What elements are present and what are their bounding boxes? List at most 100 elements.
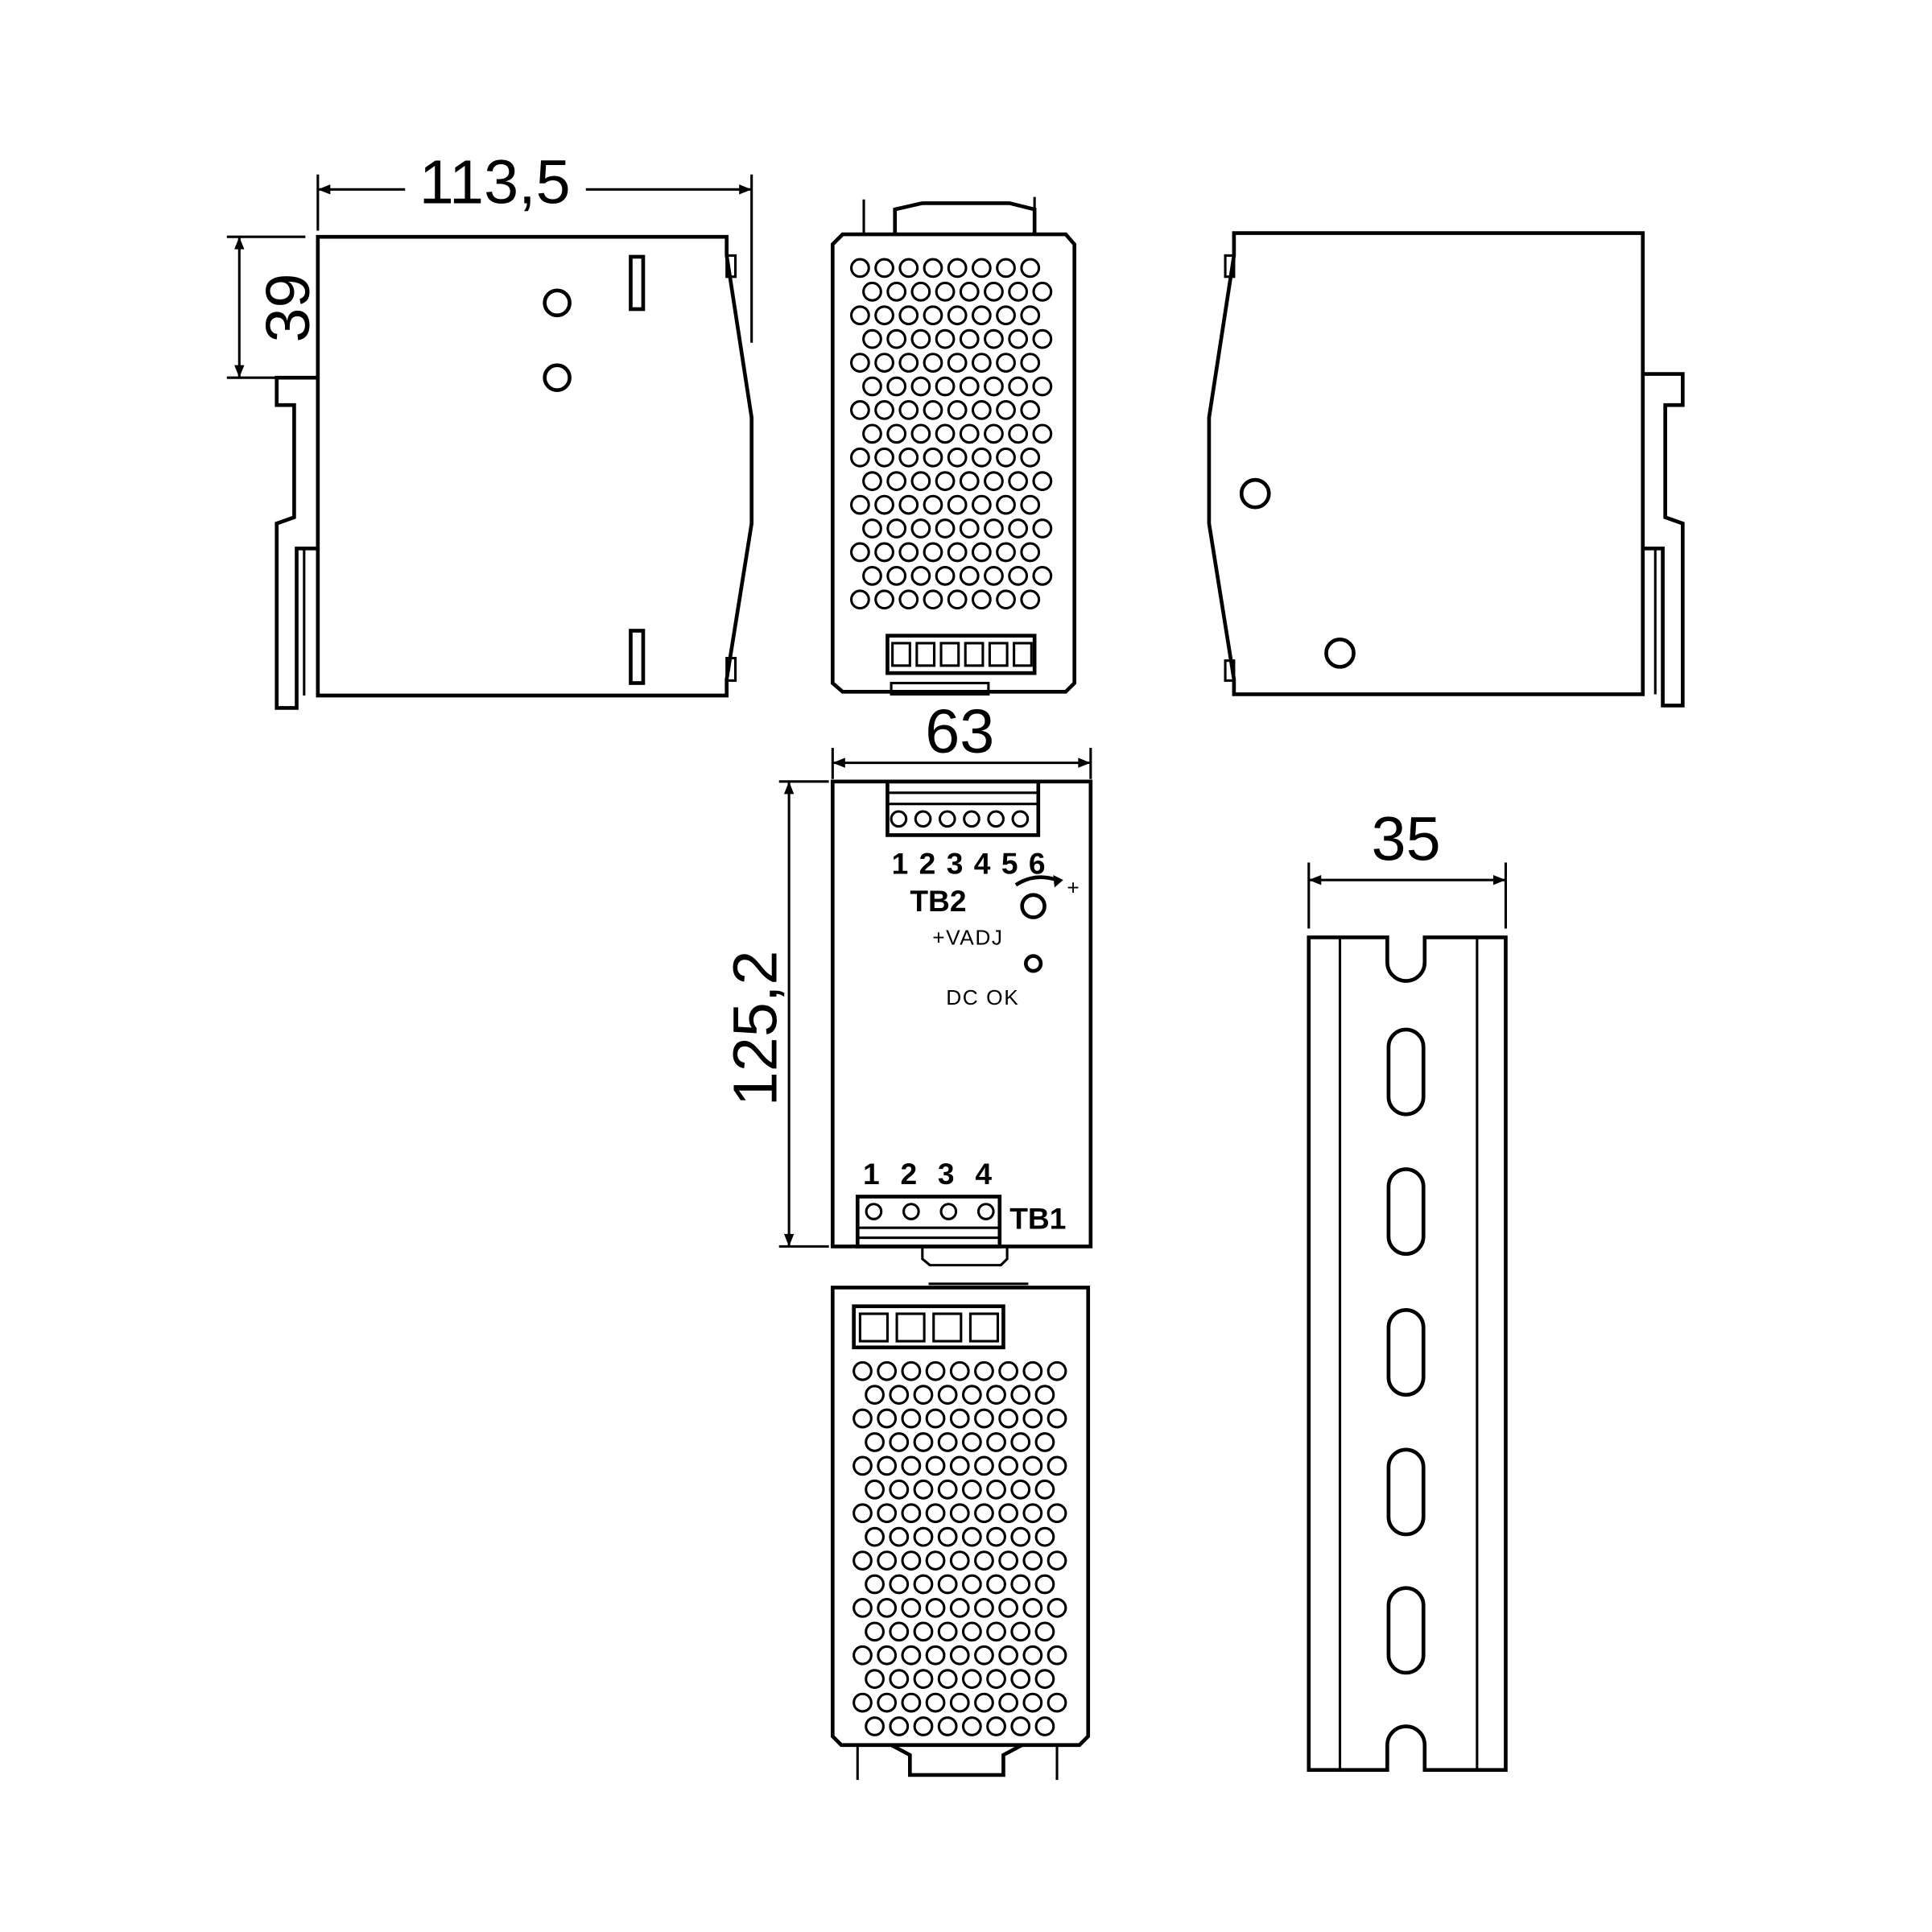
vent-hole [910,423,931,444]
mounting-hole [543,288,572,318]
vent-hole [959,328,980,349]
vent-hole [1046,1360,1067,1381]
clip-offset-dimension-label: 39 [254,273,323,342]
vent-hole [998,1598,1019,1618]
vent-hole [986,1716,1006,1736]
vent-hole [862,376,882,397]
vent-hole [898,353,919,373]
din-rail [1307,935,1508,1773]
vent-hole [996,305,1016,326]
vent-hole [898,447,919,468]
top-view [831,196,1077,696]
vent-hole [974,1503,994,1524]
vent-hole [1020,258,1041,279]
terminal-number: 2 [919,846,936,880]
vent-hole [852,1645,873,1666]
vent-hole [923,400,943,420]
vent-hole [961,1621,982,1642]
vent-hole [889,1432,910,1452]
vent-hole [984,281,1004,302]
vent-hole [910,281,931,302]
vent-hole [874,494,894,515]
terminal-screw [939,1203,958,1220]
terminal-number: 1 [863,1157,880,1191]
vent-hole [923,353,943,373]
vent-hole [1032,565,1053,586]
terminal-slot [968,1312,1000,1343]
vent-hole [949,1598,970,1618]
vent-hole [961,1385,982,1406]
vent-hole [947,400,968,420]
terminal-number: 3 [947,846,964,880]
vent-hole [961,1479,982,1500]
terminal-slot [858,1312,889,1343]
terminal-number: 1 [892,846,909,880]
vent-hole [898,258,919,279]
terminal-number: 4 [974,846,991,880]
vent-hole [862,423,882,444]
vent-hole [1020,447,1041,468]
mounting-hole [1239,477,1271,510]
vent-hole [910,471,931,492]
vent-hole [1046,1550,1067,1571]
vent-hole [862,328,882,349]
vent-hole [1010,1716,1031,1736]
vent-hole [865,1621,885,1642]
vent-hole [901,1645,922,1666]
vent-hole [986,1621,1006,1642]
terminal-screw [963,810,980,828]
vent-hole [913,1432,934,1452]
vent-hole [849,542,870,563]
left-side-view [275,234,753,710]
vent-hole [986,1432,1006,1452]
vent-hole [1046,1408,1067,1429]
vent-hole [852,1692,873,1713]
din-clip [275,375,318,710]
vent-hole [889,1716,910,1736]
vent-hole [874,353,894,373]
vent-hole [849,353,870,373]
vent-hole [996,353,1016,373]
vent-hole [901,1692,922,1713]
vent-hole [901,1408,922,1429]
vent-hole [877,1550,898,1571]
vent-hole [971,589,992,610]
vent-hole [935,281,956,302]
vent-hole [1022,1598,1043,1618]
vent-hole [986,1526,1006,1547]
rail-width-dimension-label: 35 [1372,804,1441,873]
vent-hole [1008,281,1029,302]
vent-hole [984,328,1004,349]
vent-hole [1010,1479,1031,1500]
vent-hole [874,305,894,326]
terminal-slot [895,1312,926,1343]
vent-hole [998,1645,1019,1666]
vent-hole [959,376,980,397]
vent-hole [901,1598,922,1618]
vent-hole [925,1550,946,1571]
vent-hole [1008,328,1029,349]
vent-hole [937,1574,958,1595]
vent-hole [1010,1669,1031,1690]
vent-hole [925,1645,946,1666]
vent-hole [865,1385,885,1406]
vent-hole [986,1574,1006,1595]
vent-hole [889,1526,910,1547]
vent-hole [974,1645,994,1666]
vent-hole [935,518,956,539]
vent-hole [974,1550,994,1571]
terminal-screw [1011,810,1030,828]
vent-hole [947,589,968,610]
vent-hole [998,1550,1019,1571]
vent-hole [947,258,968,279]
vent-hole [862,471,882,492]
vent-hole [852,1408,873,1429]
vent-hole [1010,1432,1031,1452]
vent-hole [996,447,1016,468]
vent-hole [974,1598,994,1618]
terminal-number: 6 [1029,846,1046,880]
terminal-screw [976,1203,995,1220]
vent-hole [959,281,980,302]
vent-hole [877,1503,898,1524]
